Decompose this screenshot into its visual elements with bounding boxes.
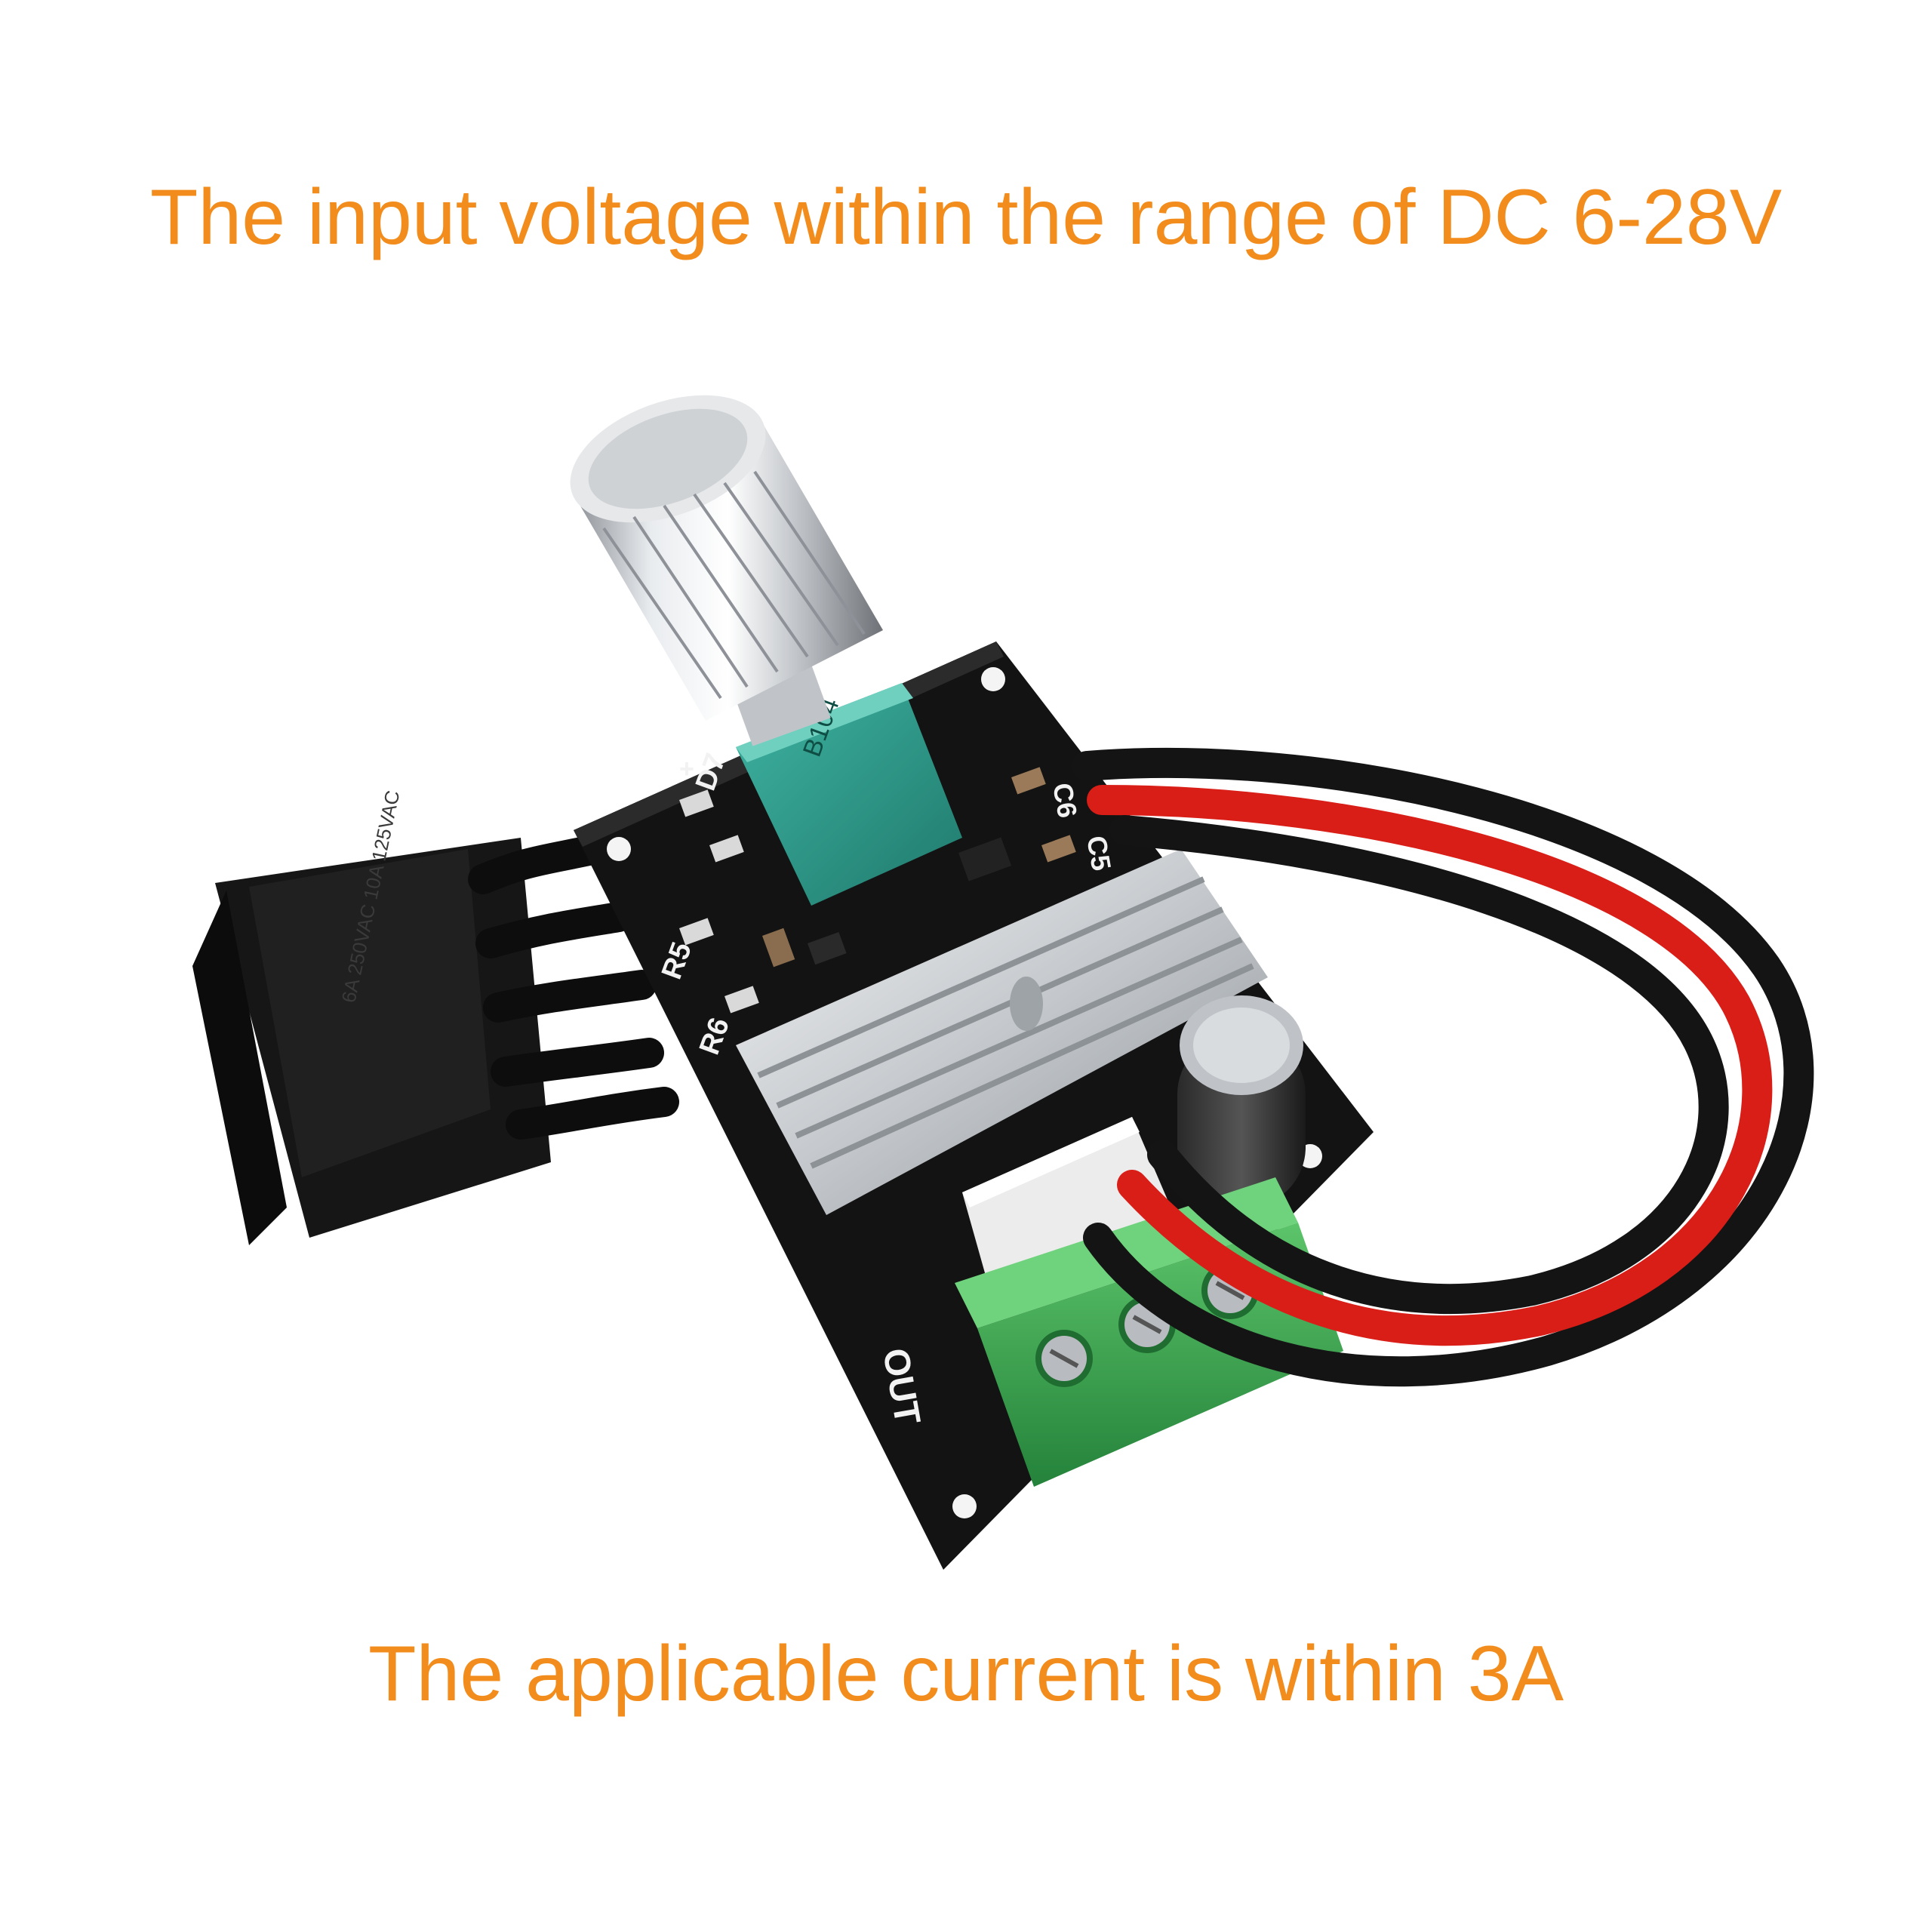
heatsink	[736, 849, 1268, 1215]
switch-wires	[468, 834, 679, 1140]
speed-knob	[570, 395, 883, 746]
rocker-switch: 6A 250VAC 10A 125VAC	[192, 789, 551, 1245]
label-plus: +	[679, 755, 694, 783]
terminal-screw	[1035, 1330, 1093, 1387]
potentiometer: B104	[736, 683, 962, 906]
mount-hole	[607, 837, 631, 861]
label-c5: C5	[1081, 833, 1117, 872]
caption-applicable-current: The applicable current is within 3A	[368, 1630, 1564, 1718]
caption-input-voltage: The input voltage within the range of DC…	[149, 174, 1783, 261]
mount-hole	[981, 667, 1005, 691]
power-wires	[1072, 747, 1814, 1387]
electrolytic-capacitor	[1177, 995, 1306, 1208]
mount-hole	[952, 1494, 977, 1518]
label-c6: C6	[1047, 780, 1083, 820]
